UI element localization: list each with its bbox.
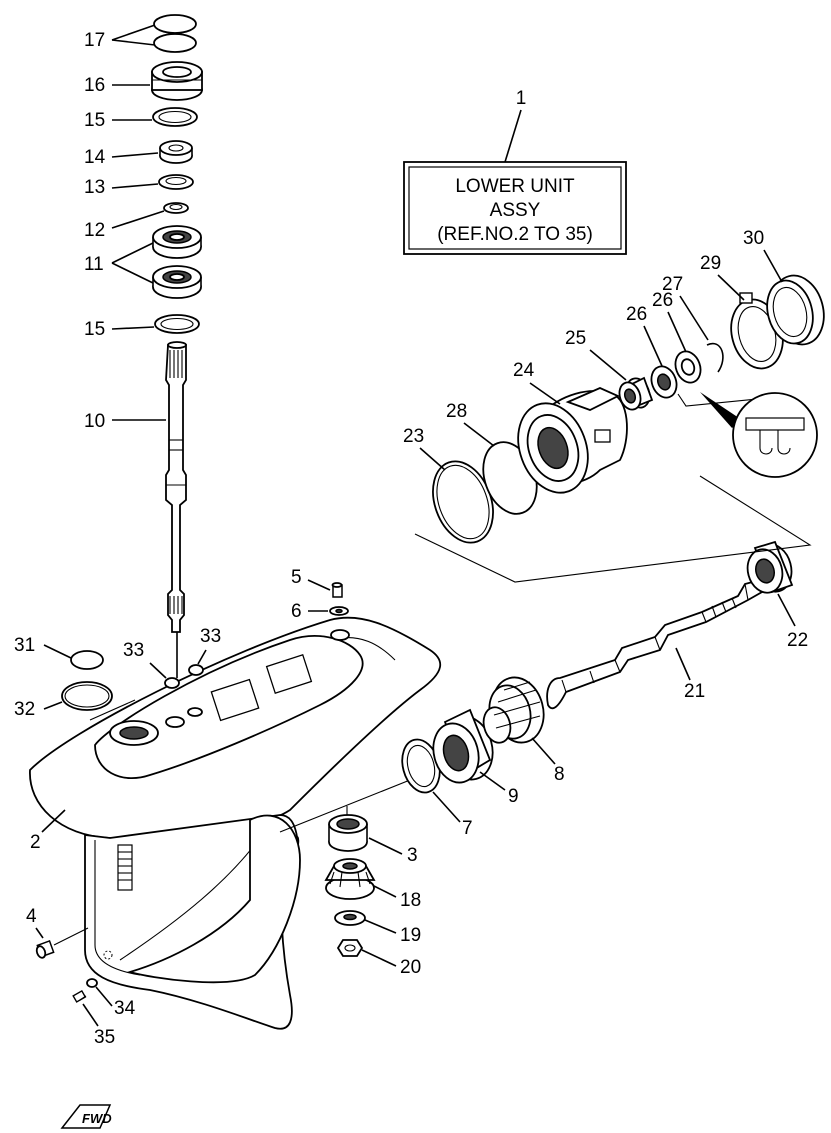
nut-20: [336, 939, 364, 957]
part-label-2: 2: [30, 832, 41, 853]
dowel-pin-5: [331, 582, 343, 598]
part-label-5: 5: [291, 567, 302, 588]
lower-casing-2: [29, 616, 441, 1030]
drive-shaft-10: [165, 341, 187, 633]
part-label-1: 1: [516, 88, 527, 109]
part-label-32: 32: [14, 699, 35, 720]
part-label-34: 34: [114, 998, 136, 1019]
title-box-line1: LOWER UNIT: [455, 176, 575, 197]
fwd-logo: FWD: [60, 1104, 112, 1129]
part-label-29: 29: [700, 253, 721, 274]
part-label-22: 22: [787, 630, 808, 651]
pinion-18: [324, 858, 376, 900]
part-label-33a: 33: [123, 640, 144, 661]
title-box-line2: ASSY: [490, 200, 541, 221]
o-ring-33a: [164, 677, 180, 689]
part-label-17: 17: [84, 30, 105, 51]
part-label-11: 11: [84, 254, 104, 275]
part-label-12: 12: [84, 220, 105, 241]
o-ring-33b: [188, 664, 204, 676]
fwd-logo-text: FWD: [82, 1111, 112, 1126]
part-label-21: 21: [684, 681, 705, 702]
o-ring-31: [70, 650, 104, 670]
bearing-26b: [674, 350, 702, 384]
part-label-18: 18: [400, 890, 421, 911]
bearing-22: [746, 540, 794, 594]
part-label-28: 28: [446, 401, 467, 422]
bearing-11b: [152, 265, 202, 299]
part-label-27: 27: [662, 274, 683, 295]
o-ring-17b: [153, 33, 197, 53]
ring-13: [158, 174, 194, 190]
part-label-30: 30: [743, 228, 764, 249]
plug-4: [35, 940, 55, 959]
part-label-7: 7: [462, 818, 473, 839]
title-box: 1 LOWER UNIT ASSY (REF.NO.2 TO 35): [403, 88, 627, 255]
part-label-26b: 26: [652, 290, 673, 311]
part-label-35: 35: [94, 1027, 115, 1048]
part-label-8: 8: [554, 764, 565, 785]
part-label-20: 20: [400, 957, 421, 978]
bearing-9: [432, 708, 494, 784]
washer-19: [334, 910, 366, 926]
screw-35: [72, 989, 87, 1003]
circlip-27: [706, 342, 724, 373]
needle-bearing-3: [328, 814, 368, 852]
part-label-31: 31: [14, 635, 35, 656]
o-ring-17a: [153, 14, 197, 34]
part-label-15a: 15: [84, 110, 105, 131]
detail-arrow: [700, 392, 742, 428]
part-label-9: 9: [508, 786, 519, 807]
part-label-13: 13: [84, 177, 105, 198]
part-label-33b: 33: [200, 626, 221, 647]
part-label-23: 23: [403, 426, 424, 447]
part-label-15b: 15: [84, 319, 105, 340]
part-label-26a: 26: [626, 304, 647, 325]
detail-inset: [732, 392, 818, 478]
forward-gear-8: [482, 676, 545, 744]
shim-15a: [152, 107, 198, 127]
part-label-19: 19: [400, 925, 421, 946]
part-label-14: 14: [84, 147, 106, 168]
part-label-16: 16: [84, 75, 105, 96]
drive-shaft-stack: 17 16 15 14 13: [84, 14, 203, 678]
bearing-26a: [650, 365, 678, 399]
o-ring-32: [61, 681, 113, 711]
title-box-line3: (REF.NO.2 TO 35): [437, 224, 593, 245]
part-label-25: 25: [565, 328, 586, 349]
shim-15b: [154, 314, 200, 334]
bearing-housing-24: [517, 387, 628, 494]
washer-14: [159, 140, 193, 156]
part-label-4: 4: [26, 906, 37, 927]
drain-rib-marks: [117, 844, 133, 891]
bushing-16: [151, 61, 203, 101]
ring-nut-30: [766, 274, 825, 346]
part-label-6: 6: [291, 601, 302, 622]
gasket-34: [86, 978, 98, 988]
part-label-24: 24: [513, 360, 535, 381]
propeller-shaft-21: [546, 578, 763, 710]
part-label-10: 10: [84, 411, 105, 432]
part-label-3: 3: [407, 845, 418, 866]
bearing-11a: [152, 225, 202, 259]
needle-bearing-25: [618, 376, 654, 411]
